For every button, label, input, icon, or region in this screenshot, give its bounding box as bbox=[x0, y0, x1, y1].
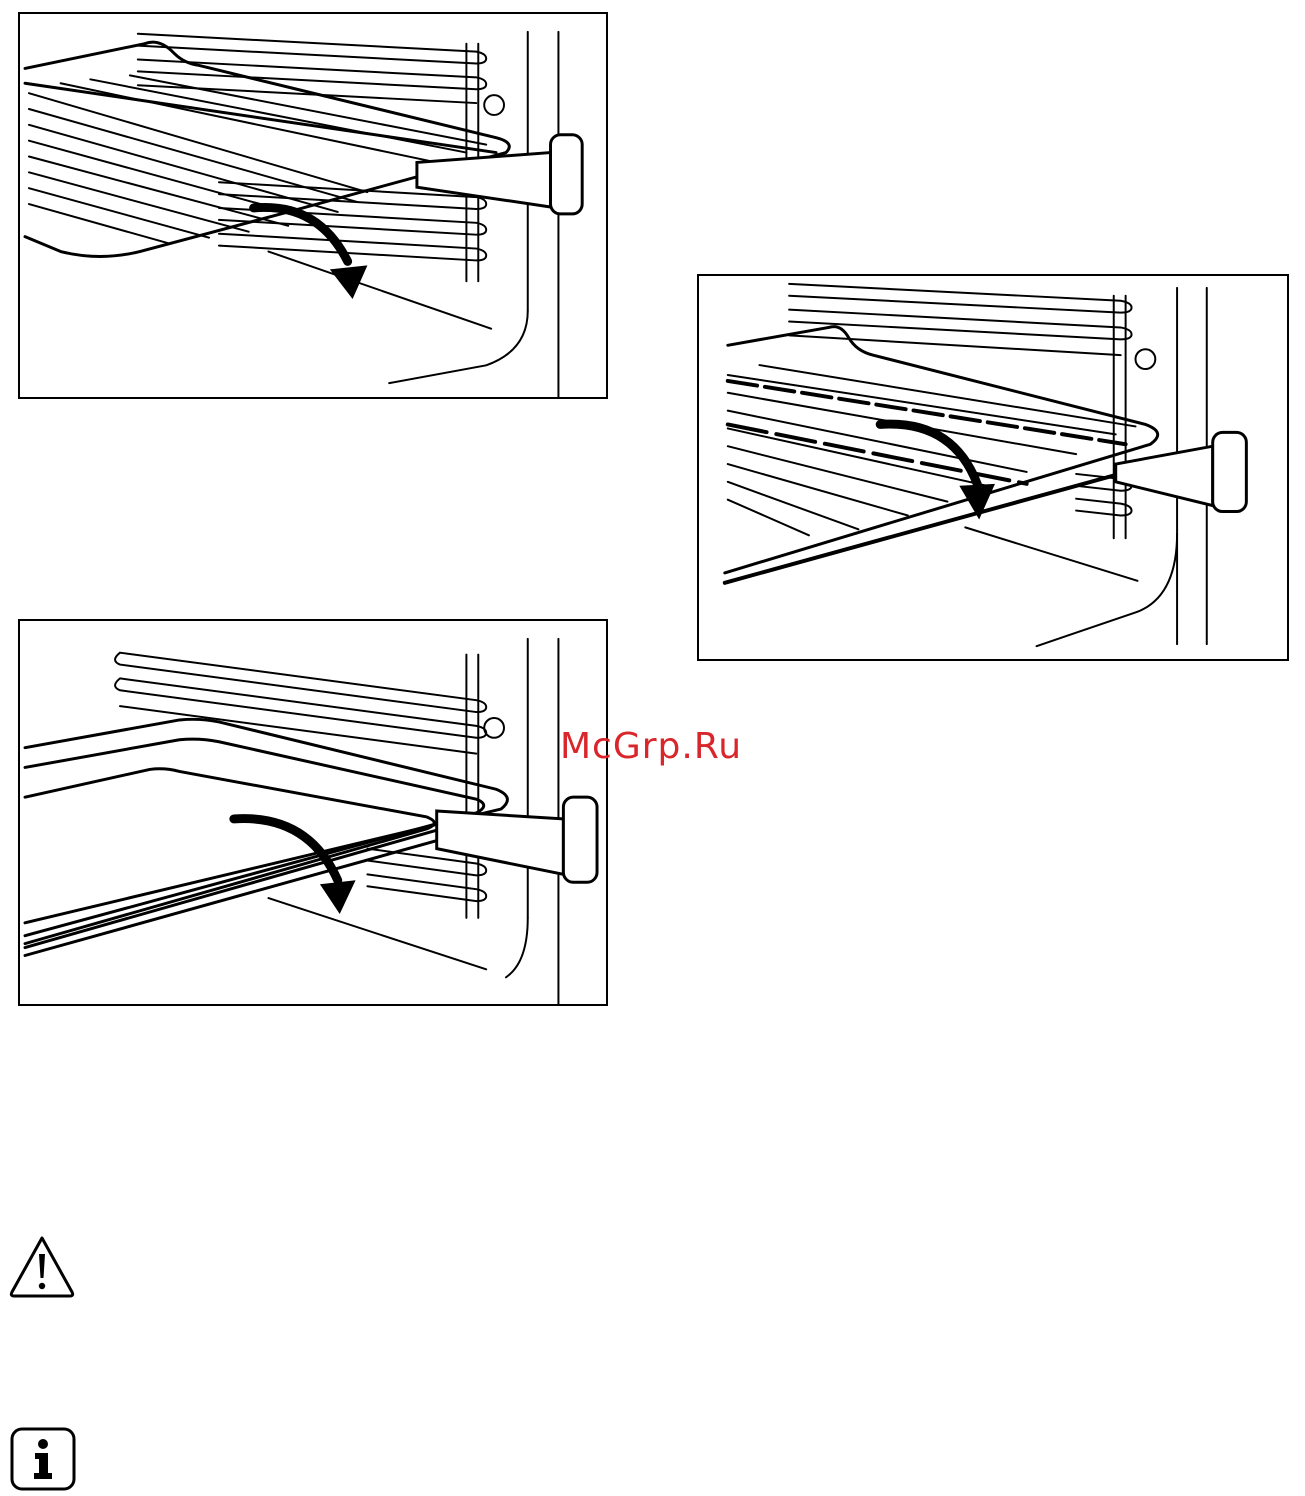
watermark: McGrp.Ru bbox=[560, 726, 742, 767]
baking-tray-drawing bbox=[20, 621, 606, 1004]
oven-shelf-illustration-2 bbox=[697, 274, 1289, 661]
wire-shelf-drawing bbox=[20, 14, 606, 397]
oven-shelf-illustration-1 bbox=[18, 12, 608, 399]
info-icon bbox=[10, 1427, 76, 1491]
oven-tray-illustration bbox=[18, 619, 608, 1006]
warning-triangle-icon bbox=[8, 1234, 76, 1300]
wire-shelf-runner-drawing bbox=[699, 276, 1287, 659]
